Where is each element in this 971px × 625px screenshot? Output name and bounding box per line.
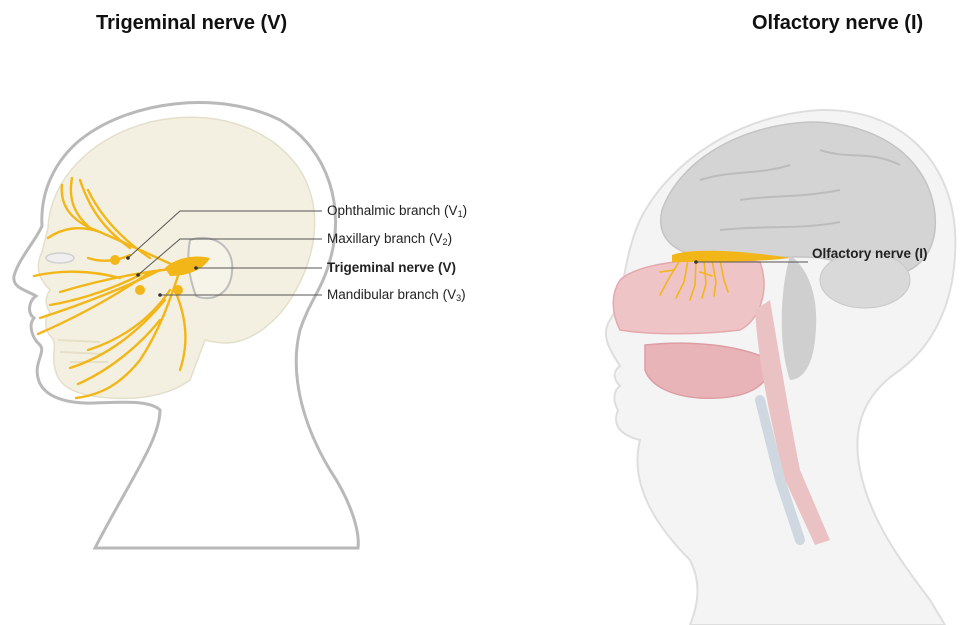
- olfactory-leader-endpoint: [694, 260, 698, 264]
- label-olfactory-nerve: Olfactory nerve (I): [812, 246, 928, 261]
- label-ophthalmic-branch: Ophthalmic branch (V1): [327, 203, 467, 219]
- label-maxillary-branch: Maxillary branch (V2): [327, 231, 452, 247]
- label-trigeminal-nerve: Trigeminal nerve (V): [327, 260, 456, 275]
- label-mandibular-branch: Mandibular branch (V3): [327, 287, 466, 303]
- nasal-cavity: [613, 260, 764, 334]
